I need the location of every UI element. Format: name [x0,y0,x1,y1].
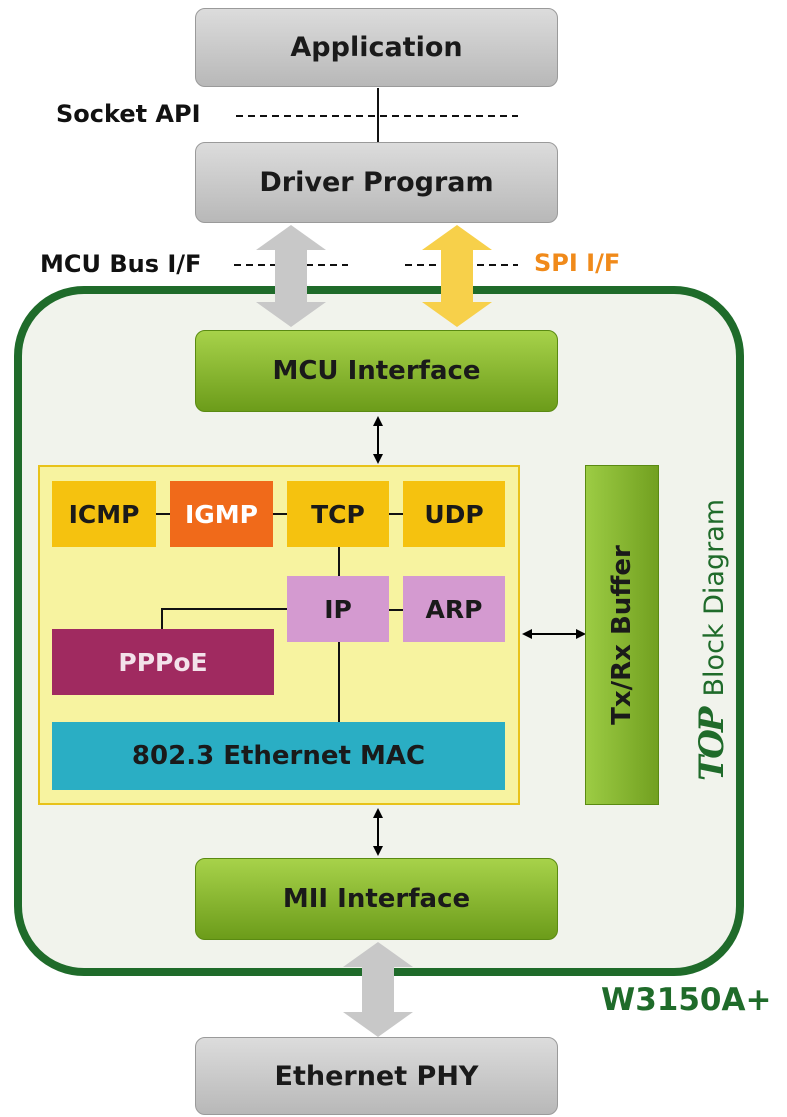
ip-pppoe-line [161,608,287,629]
arp-block: ARP [403,576,505,642]
driver-program-block: Driver Program [195,142,558,223]
socket-api-label: Socket API [56,100,201,128]
txrx-buffer-block: Tx/Rx Buffer [585,465,659,805]
spi-label: SPI I/F [534,249,621,277]
chip-name-label: W3150A+ [601,982,772,1018]
diagram-title: TOP Block Diagram [692,499,732,781]
icmp-block: ICMP [52,481,156,547]
top-logo: TOP [692,709,732,782]
ethernet-mac-block: 802.3 Ethernet MAC [52,722,505,790]
mcu-bus-arrow [256,225,326,327]
spi-arrow [422,225,492,327]
ip-block: IP [287,576,389,642]
pppoe-block: PPPoE [52,629,274,695]
txrx-buffer-label: Tx/Rx Buffer [607,545,638,725]
igmp-block: IGMP [170,481,273,547]
application-block: Application [195,8,558,87]
udp-block: UDP [403,481,505,547]
tcp-block: TCP [287,481,389,547]
ethernet-phy-block: Ethernet PHY [195,1037,558,1115]
phy-arrow [343,942,413,1037]
mcu-interface-block: MCU Interface [195,330,558,412]
mii-interface-block: MII Interface [195,858,558,940]
mcu-bus-label: MCU Bus I/F [40,250,202,278]
block-diagram-label: Block Diagram [699,498,730,697]
